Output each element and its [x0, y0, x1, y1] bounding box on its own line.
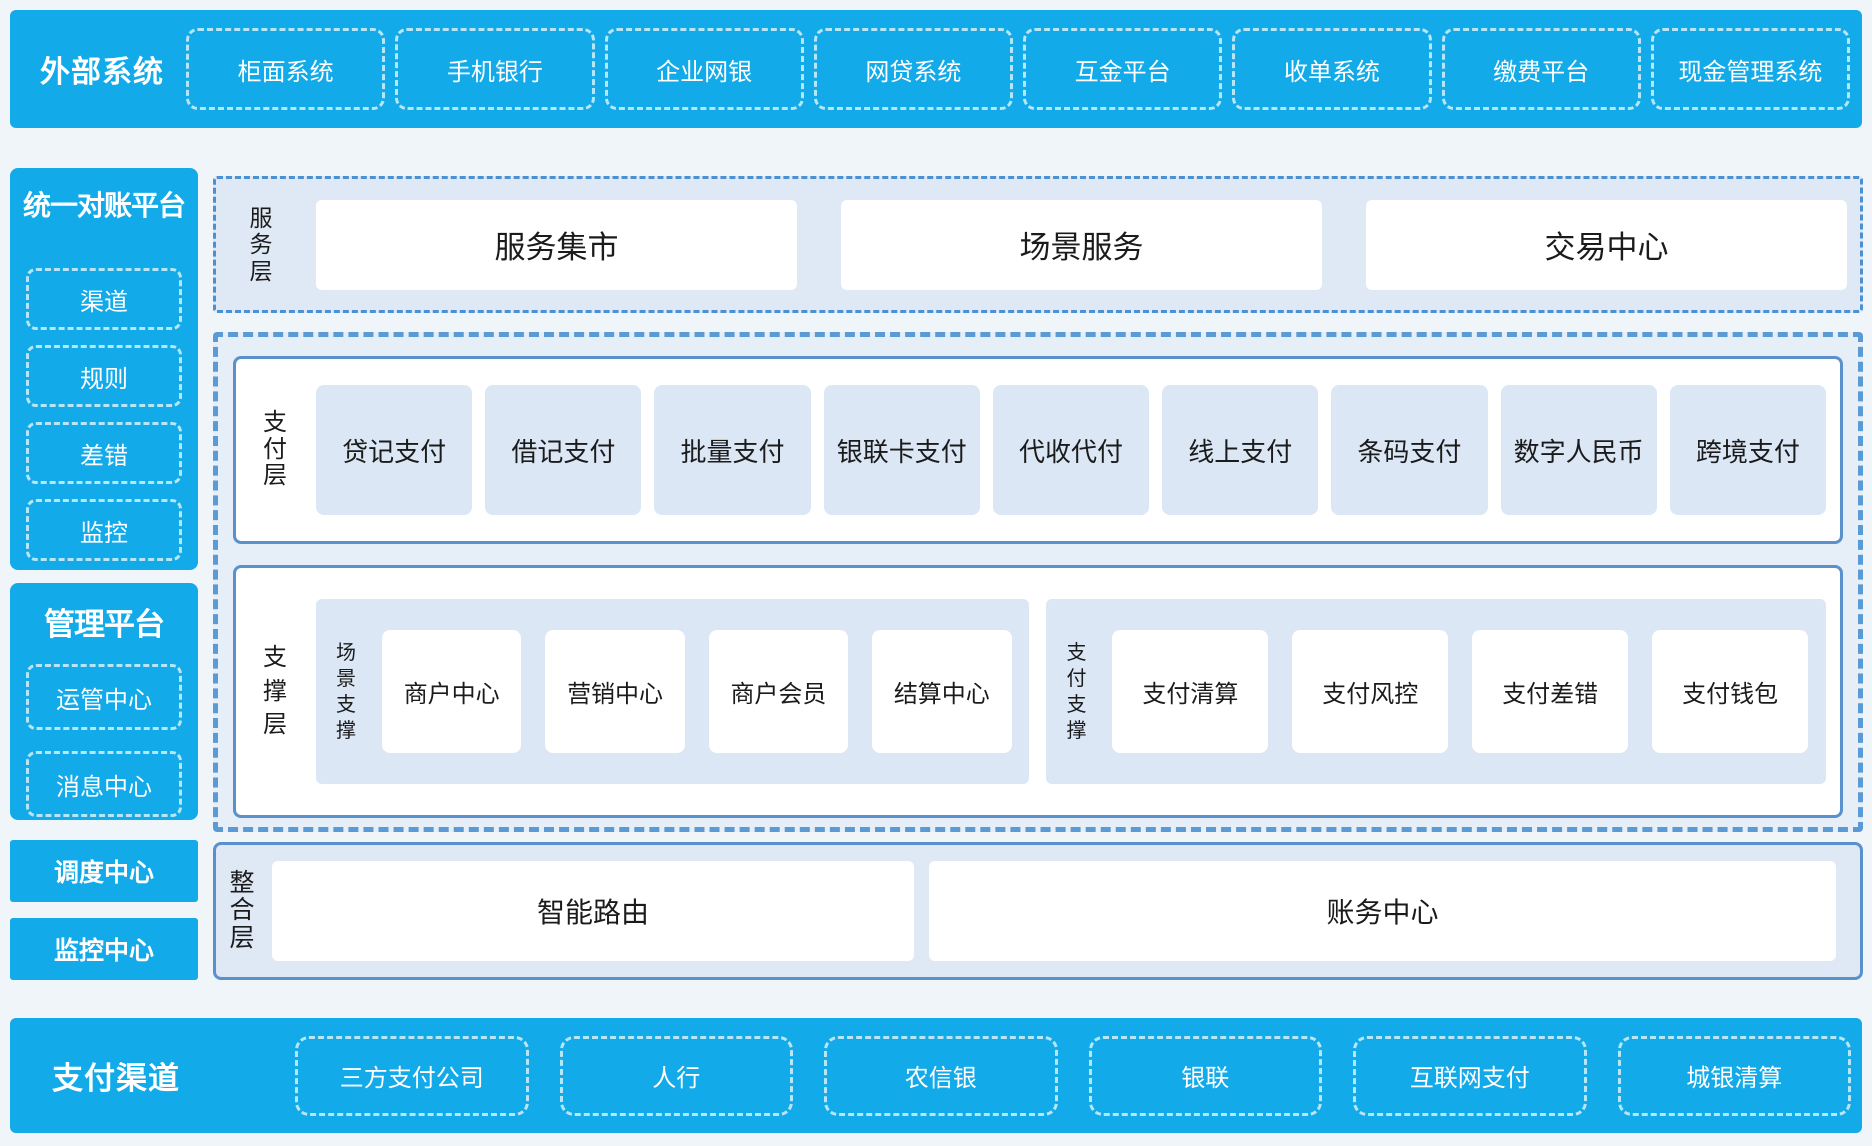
reconciliation-item: 差错 [26, 422, 182, 484]
support-layer-box: 支撑层 场景支撑 商户中心 营销中心 商户会员 结算中心 支付支撑 支付清算 支… [233, 565, 1843, 818]
reconciliation-item: 渠道 [26, 268, 182, 330]
integration-layer-label: 整合层 [229, 868, 255, 952]
payment-channel-item: 农信银 [824, 1035, 1058, 1116]
reconciliation-platform-title: 统一对账平台 [22, 190, 186, 221]
scene-support-item: 营销中心 [545, 630, 685, 753]
payment-support-item: 支付差错 [1472, 630, 1629, 753]
service-layer-item: 服务集市 [316, 199, 797, 290]
dispatch-center-box: 调度中心 [10, 840, 198, 902]
payment-support-panel: 支付支撑 支付清算 支付风控 支付差错 支付钱包 [1046, 599, 1826, 784]
support-layer-label: 支撑层 [263, 644, 287, 739]
external-systems-bar: 外部系统 柜面系统 手机银行 企业网银 网贷系统 互金平台 收单系统 缴费平台 … [10, 10, 1862, 128]
payment-channel-item: 互联网支付 [1353, 1035, 1587, 1116]
monitoring-center-box: 监控中心 [10, 918, 198, 980]
support-layer-panels: 场景支撑 商户中心 营销中心 商户会员 结算中心 支付支撑 支付清算 支付风控 … [316, 599, 1826, 784]
middle-layers-container: 支付层 贷记支付 借记支付 批量支付 银联卡支付 代收代付 线上支付 条码支付 … [213, 332, 1863, 832]
reconciliation-platform-box: 统一对账平台 渠道 规则 差错 监控 [10, 168, 198, 570]
reconciliation-item: 规则 [26, 345, 182, 407]
external-system-item: 收单系统 [1232, 28, 1432, 110]
payment-layer-item: 贷记支付 [316, 385, 473, 515]
payment-layer-item: 线上支付 [1162, 385, 1319, 515]
external-systems-items: 柜面系统 手机银行 企业网银 网贷系统 互金平台 收单系统 缴费平台 现金管理系… [186, 10, 1850, 128]
external-system-item: 企业网银 [604, 28, 804, 110]
payment-channel-item: 人行 [559, 1035, 793, 1116]
payment-layer-item: 条码支付 [1331, 385, 1488, 515]
payment-channels-items: 三方支付公司 人行 农信银 银联 互联网支付 城银清算 [295, 1018, 1851, 1133]
external-systems-label: 外部系统 [40, 56, 164, 89]
payment-layer-item: 跨境支付 [1669, 385, 1826, 515]
integration-layer-box: 整合层 智能路由 账务中心 [213, 842, 1863, 980]
payment-layer-item: 批量支付 [654, 385, 811, 515]
payment-layer-label: 支付层 [263, 408, 287, 490]
payment-channel-item: 三方支付公司 [295, 1035, 529, 1116]
payment-layer-items: 贷记支付 借记支付 批量支付 银联卡支付 代收代付 线上支付 条码支付 数字人民… [316, 385, 1826, 515]
management-platform-title: 管理平台 [44, 607, 165, 642]
service-layer-item: 交易中心 [1366, 199, 1847, 290]
external-system-item: 现金管理系统 [1650, 28, 1850, 110]
payment-support-item: 支付清算 [1112, 630, 1269, 753]
payment-channels-label: 支付渠道 [52, 1061, 180, 1096]
external-system-item: 缴费平台 [1441, 28, 1641, 110]
management-items: 运管中心 消息中心 [10, 664, 198, 817]
reconciliation-items: 渠道 规则 差错 监控 [10, 268, 198, 561]
scene-support-item: 结算中心 [872, 630, 1012, 753]
scene-support-item: 商户会员 [708, 630, 849, 753]
external-system-item: 手机银行 [395, 28, 595, 110]
reconciliation-item: 监控 [26, 499, 182, 561]
payment-support-label: 支付支撑 [1066, 641, 1087, 742]
payment-channel-item: 银联 [1088, 1035, 1322, 1116]
payment-channels-bar: 支付渠道 三方支付公司 人行 农信银 银联 互联网支付 城银清算 [10, 1018, 1862, 1133]
payment-channel-item: 城银清算 [1617, 1035, 1851, 1116]
management-platform-box: 管理平台 运管中心 消息中心 [10, 583, 198, 820]
smart-routing-box: 智能路由 [272, 861, 915, 961]
scene-support-label: 场景支撑 [336, 641, 356, 742]
scene-support-panel: 场景支撑 商户中心 营销中心 商户会员 结算中心 [316, 599, 1030, 784]
payment-support-item: 支付风控 [1292, 630, 1449, 753]
service-layer-label: 服务层 [249, 204, 273, 284]
external-system-item: 网贷系统 [813, 28, 1013, 110]
payment-layer-box: 支付层 贷记支付 借记支付 批量支付 银联卡支付 代收代付 线上支付 条码支付 … [233, 356, 1843, 544]
payment-layer-item: 借记支付 [485, 385, 642, 515]
scene-support-item: 商户中心 [382, 630, 522, 753]
payment-layer-item: 数字人民币 [1500, 385, 1657, 515]
payment-layer-item: 银联卡支付 [823, 385, 980, 515]
integration-layer-items: 智能路由 账务中心 [272, 861, 1836, 961]
payment-layer-item: 代收代付 [992, 385, 1150, 515]
service-layer-item: 场景服务 [841, 199, 1322, 290]
accounting-center-box: 账务中心 [929, 861, 1836, 961]
external-system-item: 互金平台 [1023, 28, 1223, 110]
management-item: 消息中心 [26, 751, 182, 817]
payment-support-item: 支付钱包 [1652, 630, 1809, 753]
service-layer-box: 服务层 服务集市 场景服务 交易中心 [213, 176, 1863, 313]
management-item: 运管中心 [26, 664, 182, 730]
service-layer-items: 服务集市 场景服务 交易中心 [316, 199, 1847, 290]
external-system-item: 柜面系统 [186, 28, 386, 110]
